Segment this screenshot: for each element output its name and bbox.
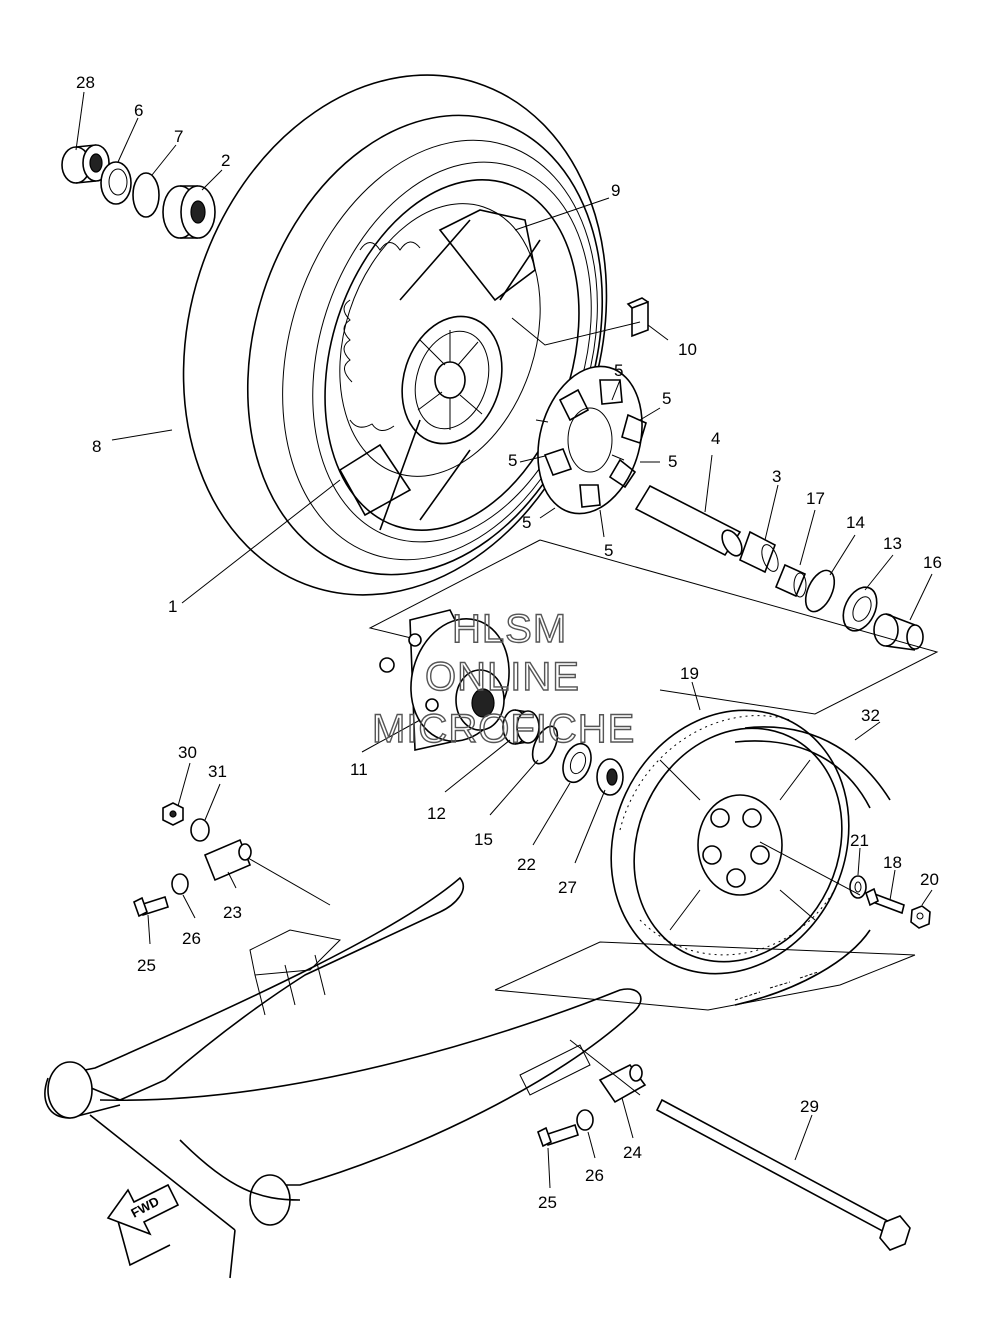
callout-16: 16 [923,553,942,572]
callout-1: 1 [168,597,177,616]
circlip-15 [531,725,559,765]
callout-26-lower: 26 [585,1166,604,1185]
callout-5-e: 5 [522,513,531,532]
callout-9: 9 [611,181,620,200]
bearing-3 [739,530,779,574]
collar-27 [596,758,624,796]
callout-15: 15 [474,830,493,849]
callout-7: 7 [174,127,183,146]
watermark: HLSM ONLINE MICROFICHE [371,606,635,751]
bolt-25-lower [537,1123,579,1148]
callout-2: 2 [221,151,230,170]
circlip-14 [804,569,836,613]
nut-26-lower [576,1109,594,1131]
bearing-12 [502,709,540,745]
swingarm [44,876,642,1279]
callout-10: 10 [678,340,697,359]
callout-5-f: 5 [604,541,613,560]
callout-3: 3 [772,467,781,486]
callout-labels: 28 6 7 2 9 10 8 1 5 5 5 5 5 5 4 3 17 14 … [76,73,942,1212]
callout-5-b: 5 [662,389,671,408]
callout-17: 17 [806,489,825,508]
watermark-line-2: ONLINE [425,655,580,699]
oil-seal-6 [100,161,132,205]
callout-6: 6 [134,101,143,120]
spacer-16 [873,613,924,651]
callout-8: 8 [92,437,101,456]
callout-29: 29 [800,1097,819,1116]
leader-lines [75,91,933,1189]
callout-25-lower: 25 [538,1193,557,1212]
watermark-line-3: MICROFICHE [372,707,635,751]
oil-seal-22 [562,742,592,784]
callout-28: 28 [76,73,95,92]
nut-20 [910,905,931,929]
oil-seal-13 [842,586,878,632]
callout-27: 27 [558,878,577,897]
callout-26-upper: 26 [182,929,201,948]
fwd-arrow: FWD [106,1183,180,1236]
callout-21: 21 [850,831,869,850]
hub-dampers-5 [535,365,647,515]
callout-11: 11 [350,760,368,779]
adjuster-block-23 [203,838,252,882]
adjuster-block-24 [598,1063,647,1104]
drive-belt-32 [734,726,891,1006]
rear-belt-pulley-19 [610,709,850,975]
callout-14: 14 [846,513,865,532]
callout-22: 22 [517,855,536,874]
callout-19: 19 [680,664,699,683]
circlip-7 [132,172,160,218]
rear-tire [182,74,608,596]
callout-32: 32 [861,706,880,725]
callout-20: 20 [920,870,939,889]
callout-31: 31 [208,762,227,781]
callout-25-upper: 25 [137,956,156,975]
callout-4: 4 [711,429,720,448]
belt-group-outline [494,941,916,1011]
collar-17 [774,563,807,598]
callout-18: 18 [883,853,902,872]
callout-5-c: 5 [508,451,517,470]
bearing-2 [162,185,216,239]
clutch-hub-11 [379,609,510,751]
nut-26-upper [171,873,189,895]
callout-5-d: 5 [668,452,677,471]
washer-21 [849,875,867,899]
bolt-25-upper [133,895,169,918]
nut-30 [162,802,184,826]
callout-12: 12 [427,804,446,823]
callout-30: 30 [178,743,197,762]
clip-10 [626,297,649,338]
callout-23: 23 [223,903,242,922]
callout-13: 13 [883,534,902,553]
watermark-line-1: HLSM [452,607,567,651]
axle-29 [655,1098,911,1251]
callout-24: 24 [623,1143,642,1162]
collar-4 [634,484,743,557]
washer-31 [190,818,210,842]
callout-5-a: 5 [614,361,623,380]
bolt-18 [865,887,905,915]
